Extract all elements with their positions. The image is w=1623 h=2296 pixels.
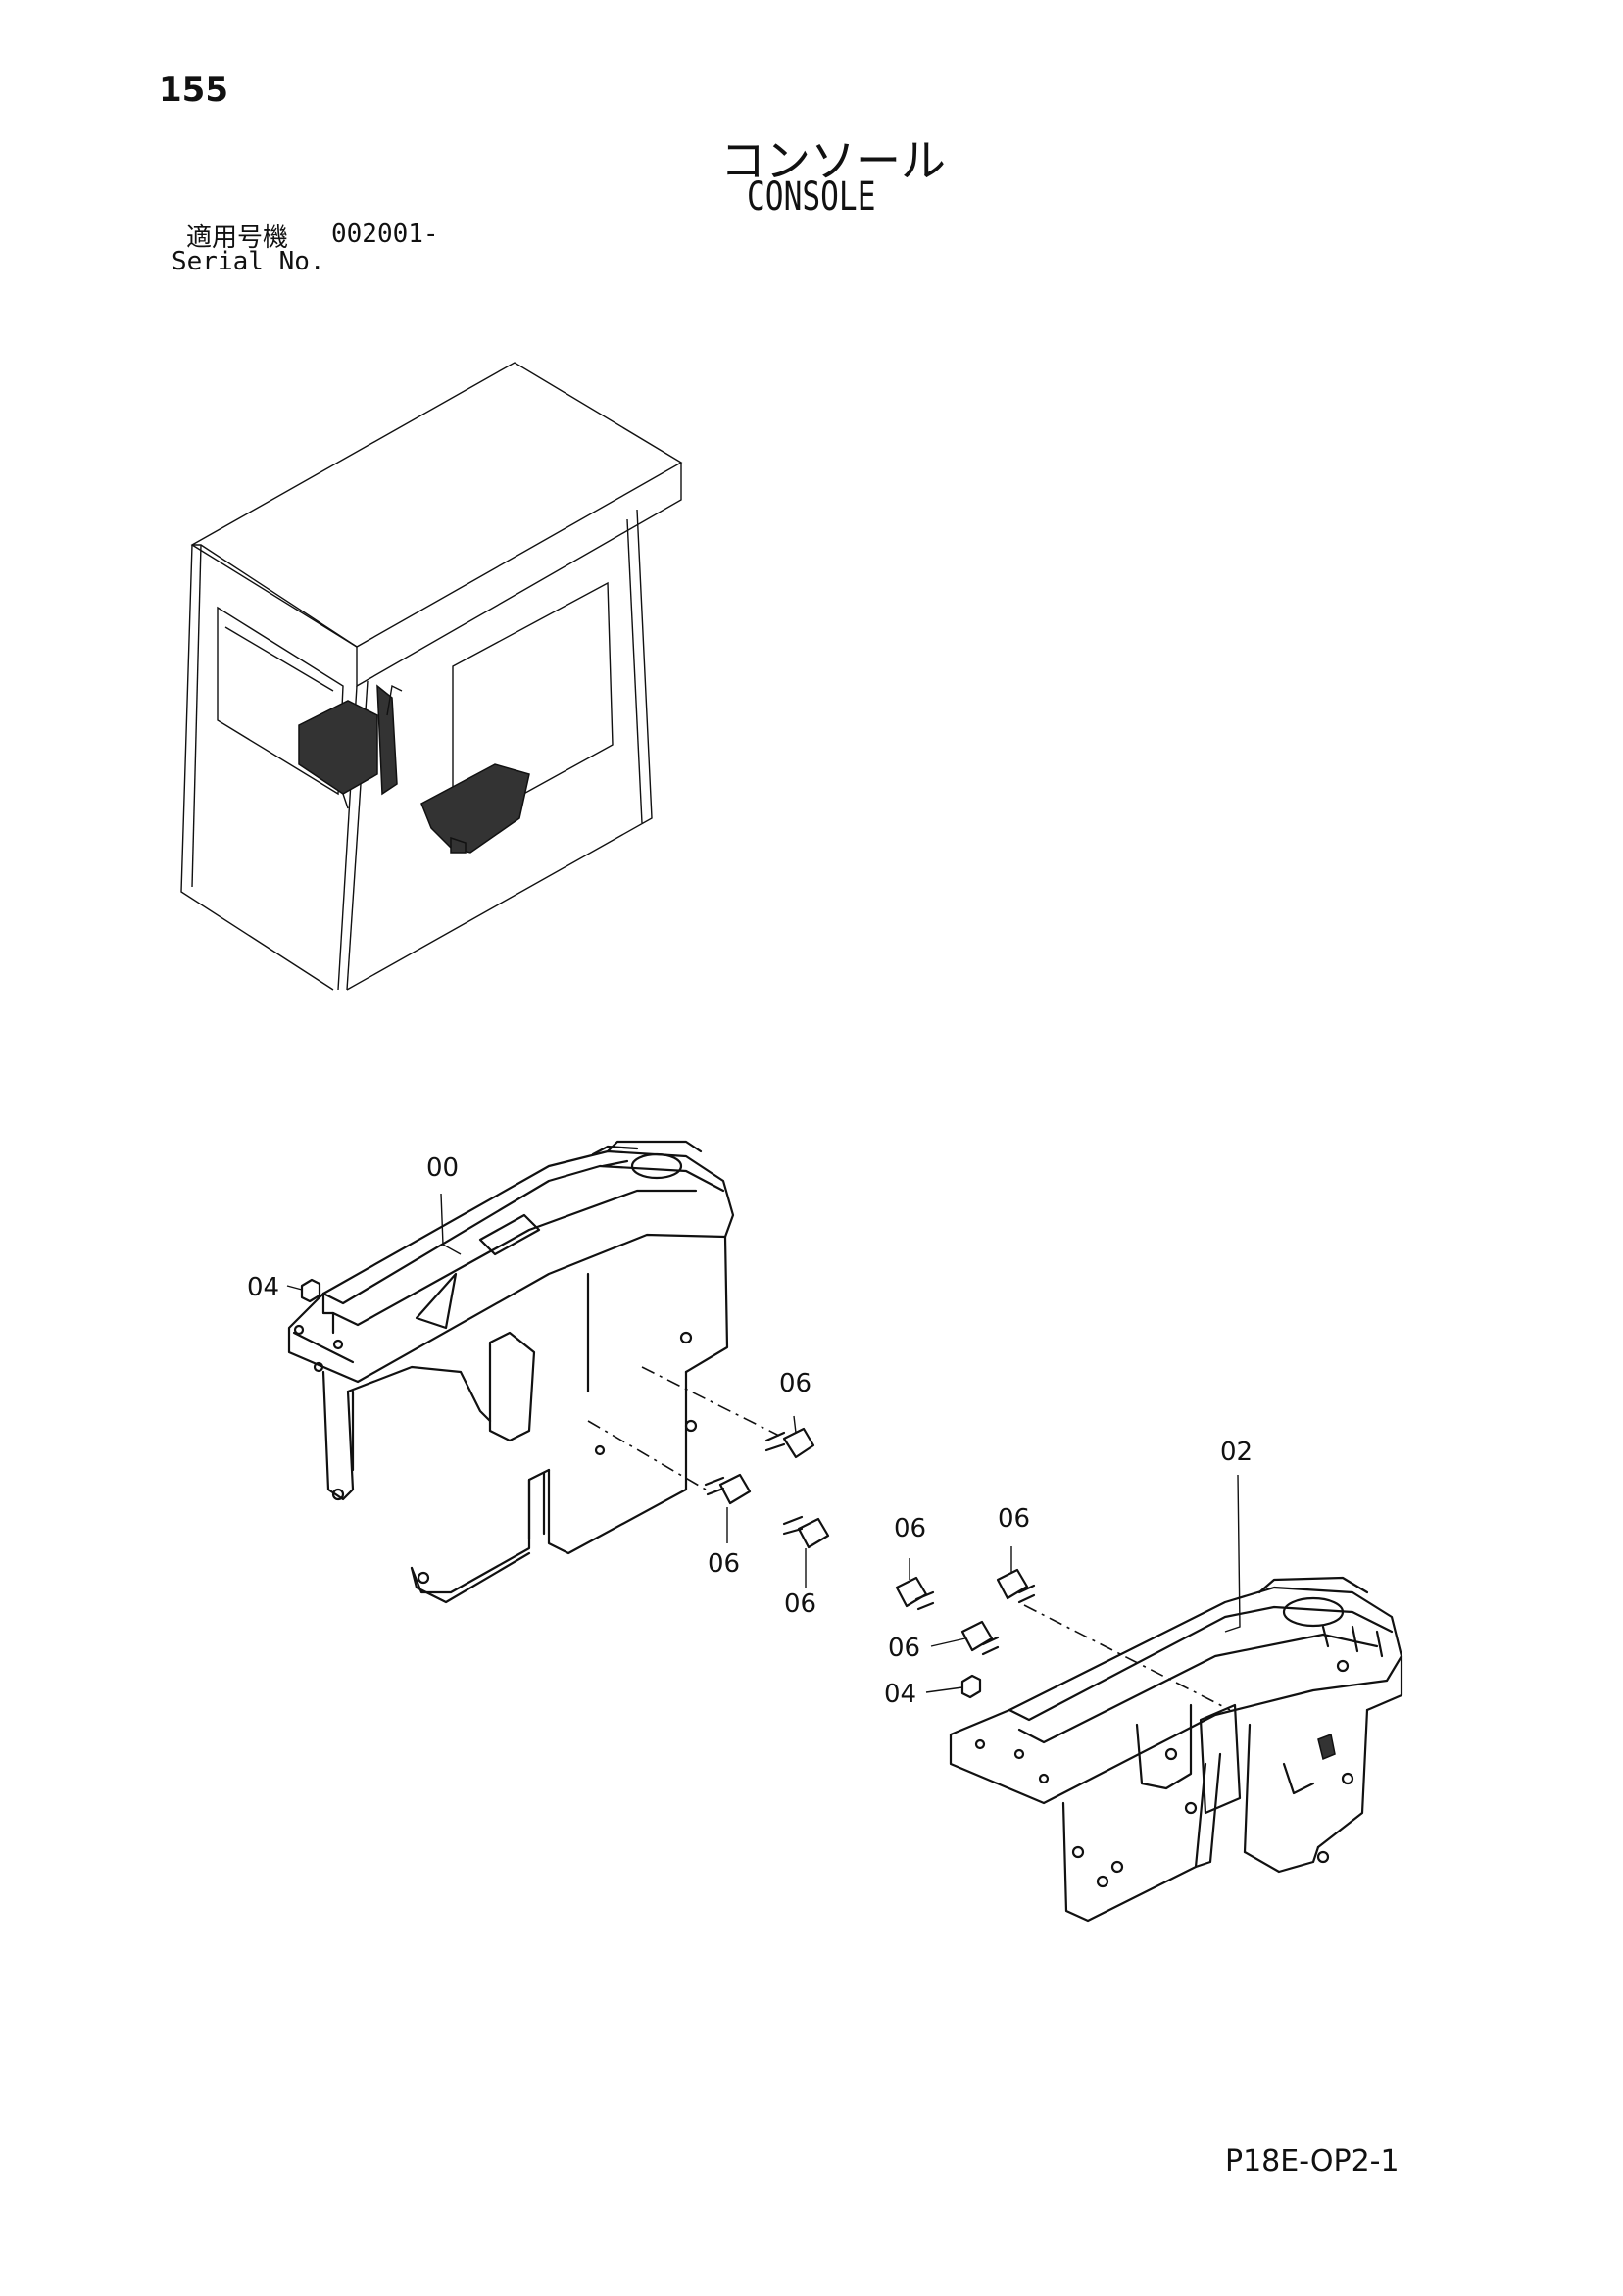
serial-label-english: Serial No. — [172, 247, 325, 276]
page-title-english: CONSOLE — [747, 174, 876, 220]
callout-06-a: 06 — [779, 1369, 812, 1398]
callout-leaders — [286, 1193, 1241, 1693]
page-title-japanese: コンソール — [720, 134, 946, 187]
callout-02: 02 — [1220, 1438, 1253, 1467]
callout-00: 00 — [426, 1153, 459, 1183]
serial-value: 002001- — [331, 220, 439, 249]
callout-06-f: 06 — [888, 1634, 920, 1663]
callout-04-upper: 04 — [247, 1273, 279, 1302]
page-number: 155 — [159, 71, 228, 110]
console-02-illustration — [895, 1568, 1403, 1923]
console-00-illustration — [287, 1140, 830, 1604]
callout-06-b: 06 — [708, 1549, 740, 1579]
callout-06-e: 06 — [998, 1504, 1030, 1534]
cab-overview-illustration — [180, 362, 683, 991]
footer-code: P18E-OP2-1 — [1225, 2144, 1400, 2178]
callout-06-d: 06 — [894, 1514, 926, 1543]
serial-label-japanese: 適用号機 — [186, 223, 289, 253]
callout-04-lower: 04 — [884, 1680, 916, 1709]
callout-06-c: 06 — [784, 1589, 816, 1619]
